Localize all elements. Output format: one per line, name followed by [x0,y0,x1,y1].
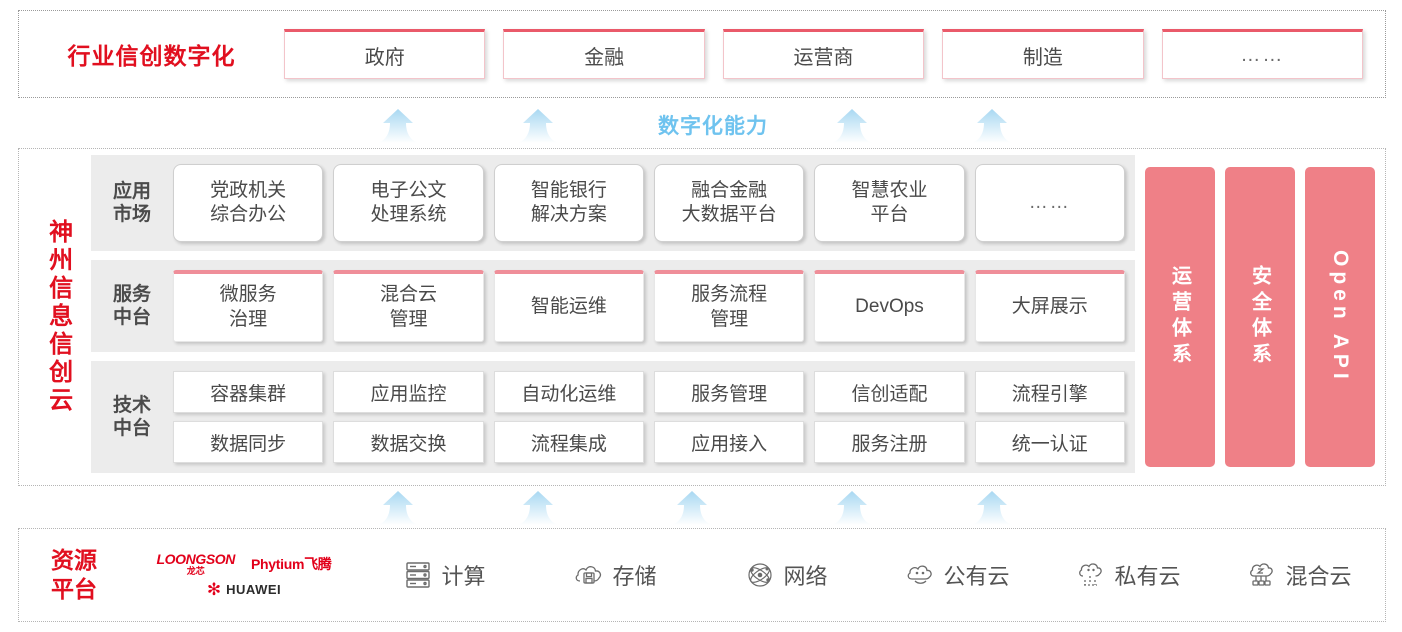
loongson-logo: LOONGSON 龙芯 [156,551,235,576]
cloud-platform-section: 神州信息信创云 应用 市场 党政机关综合办公 电子公文处理系统 [18,148,1386,486]
up-arrow-icon [669,490,715,526]
cloud-platform-title-text: 神州信息信创云 [44,219,72,415]
resource-item-compute[interactable]: 计算 [359,559,530,591]
tech-card-automated-ops[interactable]: 自动化运维 [493,371,644,413]
row-label-app-market: 应用 市场 [112,180,151,225]
app-card-gov-office[interactable]: 党政机关综合办公 [173,164,324,242]
tech-platform-grid: 容器集群 应用监控 自动化运维 服务管理 信创适配 流程引擎 数据同步 数据交换… [173,369,1125,465]
up-arrow-icon [969,108,1015,144]
app-card-smart-agriculture[interactable]: 智慧农业平台 [814,164,965,242]
cloud-storage-icon [574,560,604,590]
industry-card-list: 政府 金融 运营商 制造 …… [284,29,1385,79]
resource-item-hybrid-cloud[interactable]: 混合云 [1214,559,1385,591]
resource-item-label: 计算 [441,564,486,589]
huawei-flower-icon: ✻ [206,580,222,599]
private-cloud-icon [1076,560,1106,590]
tech-row-1: 容器集群 应用监控 自动化运维 服务管理 信创适配 流程引擎 [173,371,1125,413]
row-label-service-platform: 服务 中台 [112,283,151,328]
hybrid-cloud-icon [1247,560,1277,590]
resource-item-list: 计算 存储 [359,559,1385,591]
pillar-security-system[interactable]: 安全体系 [1225,167,1295,467]
public-cloud-icon [905,560,935,590]
resource-item-label: 混合云 [1285,564,1352,589]
vendor-row-bottom: ✻ HUAWEI [207,581,281,598]
up-arrow-icon [515,490,561,526]
resource-item-network[interactable]: 网络 [701,559,872,591]
svc-card-service-process-mgmt[interactable]: 服务流程管理 [653,270,805,342]
tech-card-data-sync[interactable]: 数据同步 [173,421,324,463]
row-service-platform: 服务 中台 微服务治理 混合云管理 智能运维 [91,260,1135,352]
row-tech-platform: 技术 中台 容器集群 应用监控 自动化运维 服务管理 信创适配 流程引擎 [91,361,1135,473]
svc-card-hybrid-cloud-mgmt[interactable]: 混合云管理 [333,270,484,342]
server-rack-icon [403,560,433,590]
app-card-more[interactable]: …… [974,164,1125,242]
up-arrow-icon [829,490,875,526]
cloud-platform-title: 神州信息信创云 [19,149,91,485]
row-app-market: 应用 市场 党政机关综合办公 电子公文处理系统 智能银行解决方案 [91,155,1135,251]
resource-item-storage[interactable]: 存储 [530,559,701,591]
resource-arrow-band [18,490,1386,526]
tech-card-process-engine[interactable]: 流程引擎 [974,371,1125,413]
industry-card-telecom[interactable]: 运营商 [722,29,925,79]
cloud-pillars: 运营体系 安全体系 Open API [1145,155,1377,479]
tech-card-app-access[interactable]: 应用接入 [653,421,805,463]
tech-card-container-cluster[interactable]: 容器集群 [173,371,324,413]
app-card-e-document[interactable]: 电子公文处理系统 [333,164,484,242]
phytium-logo: Phytium飞腾 [250,556,332,572]
svc-card-smart-ops[interactable]: 智能运维 [493,270,644,342]
industry-section-title: 行业信创数字化 [67,43,236,69]
industry-card-more[interactable]: …… [1161,29,1364,79]
svc-card-devops[interactable]: DevOps [814,270,965,342]
industry-card-government[interactable]: 政府 [284,29,486,79]
vendor-logos: LOONGSON 龙芯 Phytium飞腾 ✻ HUAWEI [129,552,359,598]
resource-item-label: 公有云 [943,564,1010,589]
up-arrow-icon [375,108,421,144]
network-icon [745,560,775,590]
tech-card-service-mgmt[interactable]: 服务管理 [653,371,805,413]
pillar-open-api[interactable]: Open API [1305,167,1375,467]
industry-section: 行业信创数字化 政府 金融 运营商 制造 …… [18,10,1386,98]
resource-item-public-cloud[interactable]: 公有云 [872,559,1043,591]
svc-card-microservice-governance[interactable]: 微服务治理 [173,270,324,342]
tech-card-unified-auth[interactable]: 统一认证 [974,421,1125,463]
pillar-operations-system[interactable]: 运营体系 [1145,167,1215,467]
resource-platform-title: 资源 平台 [51,547,97,602]
vendor-row-top: LOONGSON 龙芯 Phytium飞腾 [156,552,331,576]
service-platform-cards: 微服务治理 混合云管理 智能运维 服务流程管理 DevOps [173,268,1125,344]
row-label-tech-platform: 技术 中台 [112,394,151,439]
cloud-rows: 应用 市场 党政机关综合办公 电子公文处理系统 智能银行解决方案 [91,155,1135,479]
resource-platform-section: 资源 平台 LOONGSON 龙芯 Phytium飞腾 ✻ HUAWEI [18,528,1386,622]
capability-arrow-band: 数字化能力 [18,104,1386,144]
tech-card-app-monitoring[interactable]: 应用监控 [333,371,484,413]
tech-card-data-exchange[interactable]: 数据交换 [333,421,484,463]
app-card-smart-bank[interactable]: 智能银行解决方案 [493,164,644,242]
resource-item-label: 网络 [783,564,828,589]
up-arrow-icon [969,490,1015,526]
up-arrow-icon [375,490,421,526]
industry-card-manufacturing[interactable]: 制造 [942,29,1144,79]
capability-label: 数字化能力 [658,115,768,138]
app-card-finance-bigdata[interactable]: 融合金融大数据平台 [653,164,805,242]
industry-card-finance[interactable]: 金融 [503,29,705,79]
cloud-platform-body: 应用 市场 党政机关综合办公 电子公文处理系统 智能银行解决方案 [91,149,1385,485]
tech-row-2: 数据同步 数据交换 流程集成 应用接入 服务注册 统一认证 [173,421,1125,463]
tech-card-service-registry[interactable]: 服务注册 [814,421,965,463]
tech-card-process-integration[interactable]: 流程集成 [493,421,644,463]
huawei-logo: ✻ HUAWEI [206,580,282,599]
tech-card-xinchuang-adaptation[interactable]: 信创适配 [814,371,965,413]
resource-item-private-cloud[interactable]: 私有云 [1043,559,1214,591]
up-arrow-icon [515,108,561,144]
svc-card-dashboard[interactable]: 大屏展示 [974,270,1125,342]
resource-item-label: 存储 [612,564,657,589]
resource-item-label: 私有云 [1114,564,1181,589]
up-arrow-icon [829,108,875,144]
app-market-cards: 党政机关综合办公 电子公文处理系统 智能银行解决方案 融合金融大数据平台 智慧农 [173,163,1125,243]
